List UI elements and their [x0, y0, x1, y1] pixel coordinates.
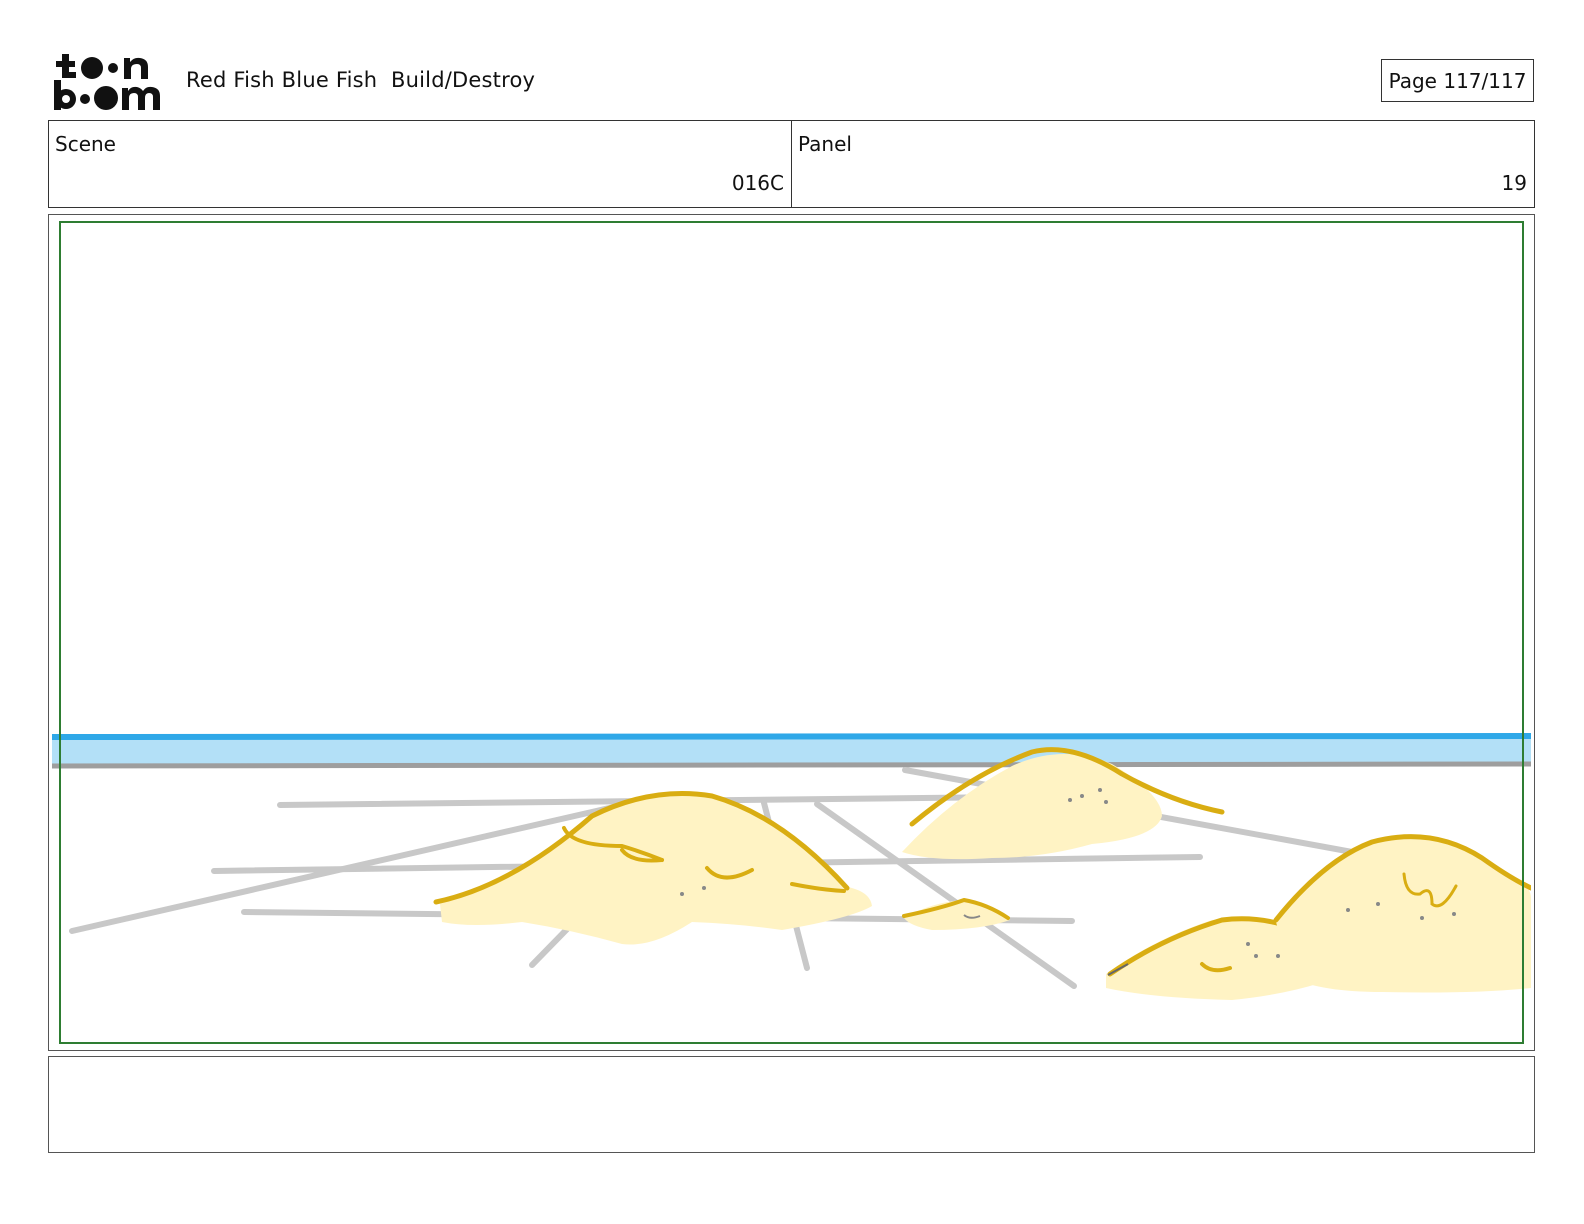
scene-cell: Scene 016C	[49, 121, 792, 207]
scene-panel-info: Scene 016C Panel 19	[48, 120, 1535, 208]
safe-frame-border	[59, 221, 1524, 1044]
panel-notes-box	[48, 1056, 1535, 1153]
sand-pile-far-right	[1273, 834, 1531, 993]
page-label: Page 117/117	[1388, 68, 1527, 93]
water-line	[52, 733, 1531, 740]
sand-pile-center	[902, 747, 1225, 860]
panel-cell: Panel 19	[792, 121, 1534, 207]
scene-label: Scene	[55, 132, 116, 156]
sand-pile-left	[433, 791, 872, 945]
sand-pile-small	[902, 897, 1010, 930]
page-indicator: Page 117/117	[1381, 59, 1534, 102]
project-title: Red Fish Blue Fish Build/Destroy	[186, 68, 536, 92]
ground-edge-line	[52, 761, 1531, 769]
scene-value: 016C	[731, 171, 784, 195]
storyboard-panel-frame	[48, 214, 1535, 1051]
panel-label: Panel	[798, 132, 852, 156]
toon-boom-logo	[52, 50, 164, 112]
water-strip	[52, 736, 1531, 766]
panel-value: 19	[1501, 171, 1527, 195]
storyboard-artwork	[52, 218, 1531, 1047]
